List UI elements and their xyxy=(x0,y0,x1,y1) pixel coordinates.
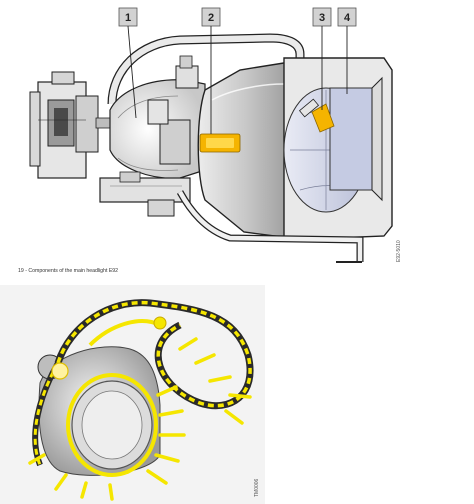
callout-3: 3 xyxy=(312,7,332,110)
callout-1: 1 xyxy=(118,7,138,119)
lower-connector xyxy=(99,171,191,217)
connector-module xyxy=(29,71,119,179)
side-code-bottom: TM0006 xyxy=(254,478,260,497)
lens-panel xyxy=(329,87,373,191)
side-bulb xyxy=(311,103,335,133)
light-ring xyxy=(66,373,158,477)
bulb-glow xyxy=(51,362,69,380)
svg-text:2: 2 xyxy=(208,12,214,24)
svg-text:3: 3 xyxy=(319,12,325,24)
bulb xyxy=(199,133,241,153)
light-path-illustration: TM0006 xyxy=(0,285,265,504)
callout-4: 4 xyxy=(337,7,357,94)
callout-2: 2 xyxy=(201,7,221,134)
headlight-components-diagram: 1 2 3 4 E92-5010 xyxy=(29,7,402,263)
svg-text:4: 4 xyxy=(344,12,351,24)
bulb-holder xyxy=(109,55,206,179)
light-rays xyxy=(28,337,252,501)
svg-text:1: 1 xyxy=(125,12,131,24)
headlight-body xyxy=(37,346,161,476)
figure-caption: 19 - Components of the main headlight E9… xyxy=(18,268,119,274)
front-housing xyxy=(283,57,393,241)
side-code: E92-5010 xyxy=(396,240,402,262)
